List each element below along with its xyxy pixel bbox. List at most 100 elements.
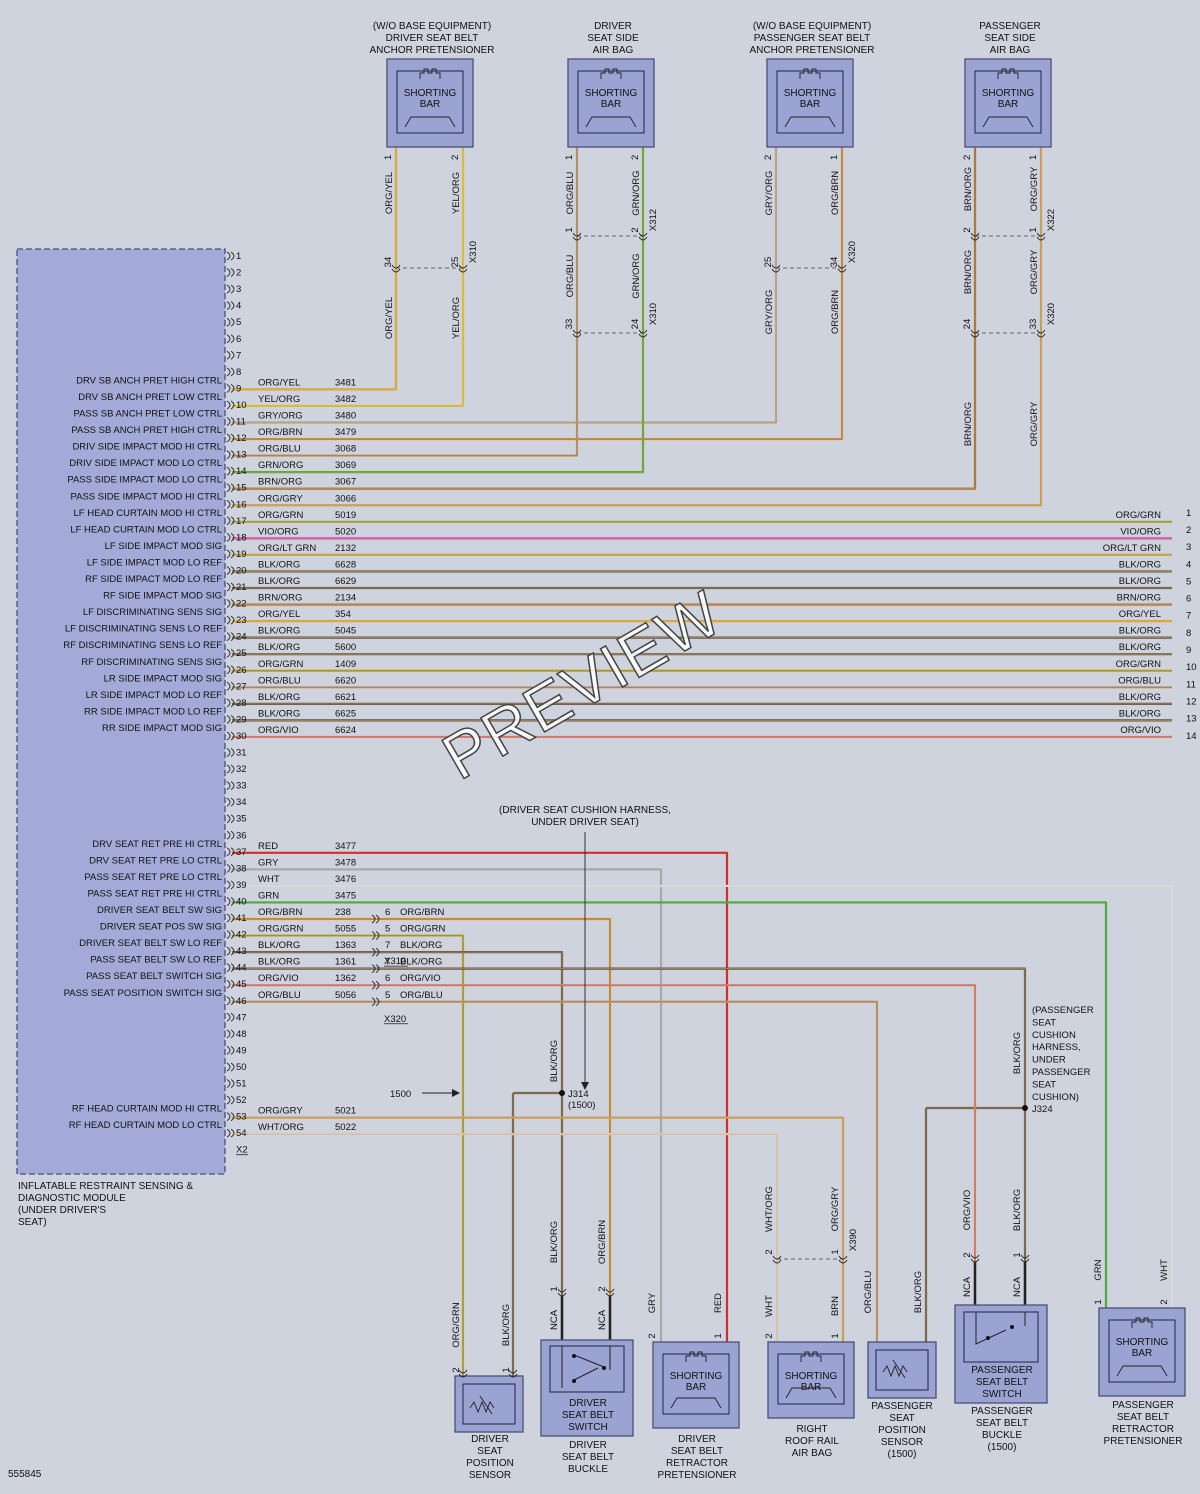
top-component-caption: PASSENGER bbox=[979, 21, 1041, 32]
circuit-color: BLK/ORG bbox=[258, 957, 300, 968]
connector-chevron bbox=[226, 599, 235, 608]
component-caption: POSITION bbox=[878, 1425, 926, 1436]
component-caption: POSITION bbox=[466, 1458, 514, 1469]
arrow-head bbox=[452, 1089, 460, 1097]
connector-chevron bbox=[838, 1255, 848, 1264]
module-pin: 36 bbox=[236, 830, 247, 841]
right-connector-pin: 10 bbox=[1186, 662, 1197, 673]
shorting-bar-label: BAR bbox=[801, 1382, 822, 1393]
component-caption: SEAT bbox=[477, 1446, 502, 1457]
connector-chevron bbox=[371, 980, 380, 990]
connector-chevron bbox=[226, 847, 235, 857]
wire-color-label: ORG/GRY bbox=[1029, 166, 1040, 211]
circuit-function: LR SIDE IMPACT MOD LO REF bbox=[86, 690, 223, 701]
connector-chevron bbox=[226, 1128, 235, 1138]
circuit-function: PASS SB ANCH PRET HIGH CTRL bbox=[71, 425, 222, 436]
pass-harness-note: CUSHION) bbox=[1032, 1092, 1079, 1103]
right-wire-color: BLK/ORG bbox=[1119, 708, 1161, 719]
wire-pin12 bbox=[232, 147, 844, 441]
circuit-color: BLK/ORG bbox=[258, 626, 300, 637]
connector-chevron bbox=[226, 781, 235, 790]
module-pin: 29 bbox=[236, 714, 247, 725]
wire-pin44-stripe bbox=[232, 968, 1026, 1306]
component-pin: 1 bbox=[1093, 1299, 1104, 1304]
circuit-number: 5019 bbox=[335, 510, 356, 521]
module-pin: 39 bbox=[236, 880, 247, 891]
top-component-caption: SEAT SIDE bbox=[984, 33, 1036, 44]
wire-pin14-stripe bbox=[232, 147, 644, 473]
circuit-color: GRY/ORG bbox=[258, 411, 303, 422]
module-pin: 6 bbox=[236, 334, 241, 345]
circuit-number: 354 bbox=[335, 609, 351, 620]
component-pin: 1 bbox=[1028, 155, 1039, 160]
module-pin: 51 bbox=[236, 1079, 247, 1090]
circuit-function: RF SIDE IMPACT MOD LO REF bbox=[85, 574, 222, 585]
inline-connector-pin: 7 bbox=[385, 940, 390, 951]
component-pin: 2 bbox=[451, 1367, 462, 1372]
circuit-number: 5045 bbox=[335, 626, 356, 637]
connector-pin: 24 bbox=[630, 319, 641, 330]
connector-chevron bbox=[458, 264, 468, 273]
module-pin: 2 bbox=[236, 268, 241, 279]
splice-j324 bbox=[1022, 1105, 1028, 1111]
circuit-number: 3475 bbox=[335, 890, 356, 901]
shorting-symbol bbox=[1131, 1317, 1153, 1328]
module-pin: 15 bbox=[236, 483, 247, 494]
component-caption: SEAT bbox=[889, 1413, 914, 1424]
shorting-bar-label: SHORTING bbox=[784, 88, 837, 99]
circuit-number: 5056 bbox=[335, 990, 356, 1001]
circuit-function: DRV SEAT RET PRE LO CTRL bbox=[89, 855, 222, 866]
top-component-caption: DRIVER bbox=[594, 21, 632, 32]
connector-chevron bbox=[226, 1112, 235, 1121]
connector-chevron bbox=[371, 914, 380, 924]
wire-pin11-stripe bbox=[232, 147, 777, 423]
right-wire-color: BLK/ORG bbox=[1119, 559, 1161, 570]
circuit-color: ORG/BLU bbox=[258, 990, 301, 1001]
module-pin: 25 bbox=[236, 648, 247, 659]
component-pin: 1 bbox=[549, 1286, 560, 1291]
wires-layer bbox=[232, 147, 1174, 1376]
circuit-number: 5020 bbox=[335, 526, 356, 537]
circuit-number: 6628 bbox=[335, 559, 356, 570]
module-pin: 48 bbox=[236, 1029, 247, 1040]
circuit-function: LF SIDE IMPACT MOD LO REF bbox=[87, 557, 223, 568]
splice-j314-sub: (1500) bbox=[568, 1100, 595, 1111]
connector-chevron bbox=[226, 566, 235, 575]
circuit-function: RF HEAD CURTAIN MOD LO CTRL bbox=[69, 1120, 222, 1131]
connector-chevron bbox=[371, 931, 380, 940]
diagram-id: 555845 bbox=[8, 1469, 42, 1480]
right-wire-color: ORG/BLU bbox=[1118, 675, 1161, 686]
wire-pin11 bbox=[232, 147, 778, 424]
shorting-symbol bbox=[800, 1351, 822, 1362]
module-pin: 34 bbox=[236, 797, 247, 808]
inline-connector-pin: 6 bbox=[385, 973, 390, 984]
circuit-function: LF DISCRIMINATING SENS LO REF bbox=[65, 624, 222, 635]
module-pin: 5 bbox=[236, 317, 241, 328]
module-pin: 1 bbox=[236, 251, 241, 262]
component-caption: DRIVER bbox=[569, 1440, 607, 1451]
connector-chevron bbox=[226, 284, 235, 294]
connector-chevron bbox=[226, 731, 235, 741]
module-pin: 21 bbox=[236, 582, 247, 593]
right-connector-pin: 3 bbox=[1186, 542, 1191, 553]
component-caption: RETRACTOR bbox=[666, 1458, 728, 1469]
circuit-number: 238 bbox=[335, 907, 351, 918]
switch-label: DRIVER bbox=[569, 1398, 607, 1409]
connector-chevron bbox=[226, 665, 235, 675]
pass-harness-note: SEAT bbox=[1032, 1079, 1056, 1090]
component-caption: PRETENSIONER bbox=[1104, 1436, 1183, 1447]
circuit-number: 3066 bbox=[335, 493, 356, 504]
component-pin: 2 bbox=[962, 1252, 973, 1257]
wire-pin53 bbox=[232, 1116, 845, 1342]
wire-pin15-stripe bbox=[232, 147, 976, 490]
circuit-color: GRN bbox=[258, 890, 279, 901]
connector-pin: 2 bbox=[962, 227, 973, 232]
wire-color-label: ORG/YEL bbox=[384, 297, 395, 339]
wire-color-label: BRN/ORG bbox=[963, 402, 974, 446]
connector-pin: 2 bbox=[764, 1249, 775, 1254]
pass-harness-note: (PASSENGER bbox=[1032, 1005, 1094, 1016]
circuit-number: 6620 bbox=[335, 675, 356, 686]
module-pin: 38 bbox=[236, 863, 247, 874]
circuit-number: 3482 bbox=[335, 394, 356, 405]
